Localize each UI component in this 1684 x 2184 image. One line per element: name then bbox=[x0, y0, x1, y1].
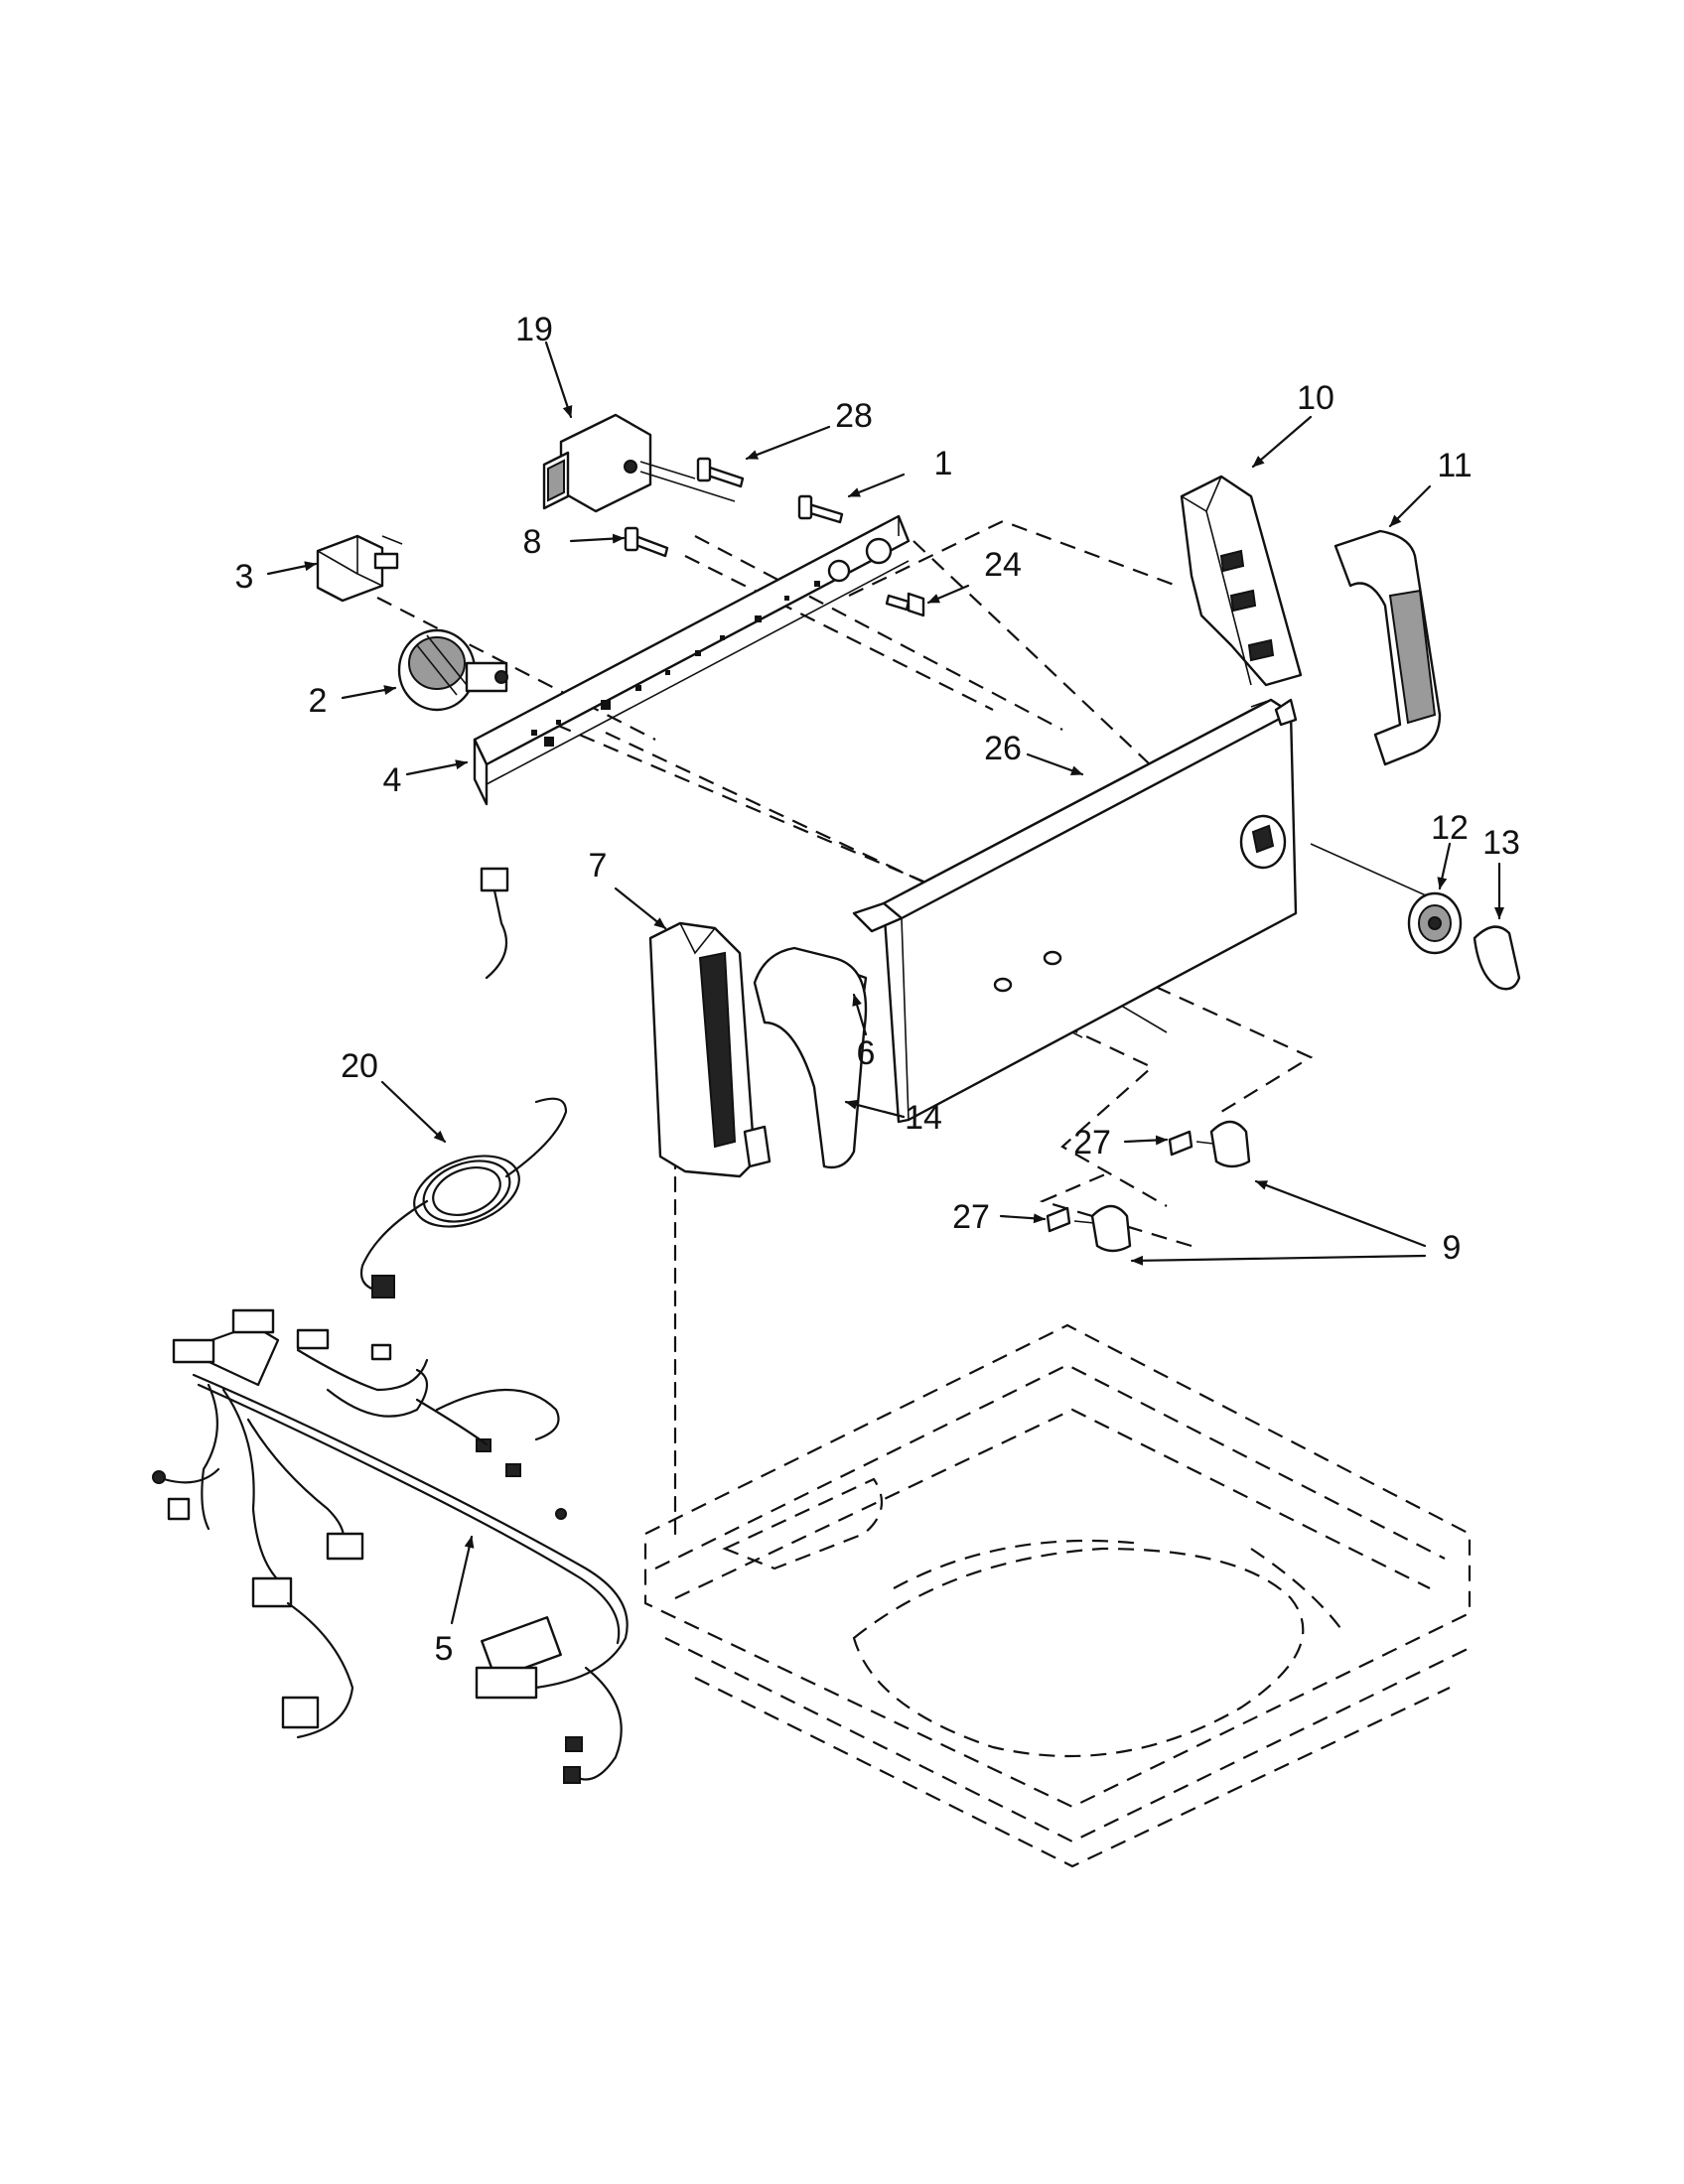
part-20-power-cord bbox=[359, 867, 568, 1298]
part-27-button-upper bbox=[1168, 1130, 1193, 1157]
part-12-bezel bbox=[1407, 891, 1463, 955]
callout-27-lower: 27 bbox=[952, 1198, 990, 1236]
part-8-screw bbox=[624, 526, 669, 558]
part-19-switch bbox=[542, 413, 736, 513]
callout-19: 19 bbox=[515, 311, 553, 348]
part-3-selector bbox=[316, 534, 403, 603]
callout-9: 9 bbox=[1443, 1229, 1462, 1267]
part-7-left-end-cap bbox=[648, 921, 772, 1178]
callout-labels: 19 28 1 10 11 3 8 24 2 4 26 12 13 7 6 14… bbox=[235, 311, 1520, 1668]
callout-4: 4 bbox=[383, 761, 402, 799]
part-1-screw bbox=[797, 494, 844, 524]
part-10-end-cap bbox=[1180, 475, 1303, 687]
callout-27-upper: 27 bbox=[1073, 1124, 1111, 1161]
callout-12: 12 bbox=[1431, 809, 1469, 847]
part-28-screw bbox=[696, 457, 745, 488]
part-27-button-lower bbox=[1046, 1206, 1071, 1233]
callout-5: 5 bbox=[435, 1630, 454, 1668]
part-24-screw bbox=[885, 592, 925, 617]
callout-11: 11 bbox=[1437, 447, 1472, 484]
part-5-wire-harness bbox=[152, 1308, 629, 1784]
callout-20: 20 bbox=[341, 1047, 378, 1085]
part-2-timer bbox=[397, 628, 508, 712]
part-9-knob-lower bbox=[1073, 1204, 1132, 1253]
callout-8: 8 bbox=[523, 523, 542, 561]
part-14-trim bbox=[753, 946, 868, 1169]
cabinet-top-outline bbox=[643, 1323, 1472, 1868]
callout-7: 7 bbox=[589, 847, 608, 885]
callout-14: 14 bbox=[905, 1099, 942, 1137]
part-9-knob-upper bbox=[1195, 1120, 1251, 1168]
callout-2: 2 bbox=[309, 682, 328, 720]
callout-13: 13 bbox=[1482, 824, 1520, 862]
callout-6: 6 bbox=[857, 1034, 876, 1072]
callout-10: 10 bbox=[1297, 379, 1334, 417]
part-26-console bbox=[852, 698, 1298, 1124]
part-13-knob bbox=[1473, 925, 1521, 991]
callout-1: 1 bbox=[934, 445, 953, 482]
callout-3: 3 bbox=[235, 558, 254, 596]
callout-arrows bbox=[266, 341, 1504, 1625]
part-11-trim bbox=[1333, 529, 1442, 766]
callout-24: 24 bbox=[984, 546, 1022, 584]
part-4-control-board bbox=[473, 514, 911, 806]
callout-26: 26 bbox=[984, 730, 1022, 767]
callout-28: 28 bbox=[835, 397, 873, 435]
